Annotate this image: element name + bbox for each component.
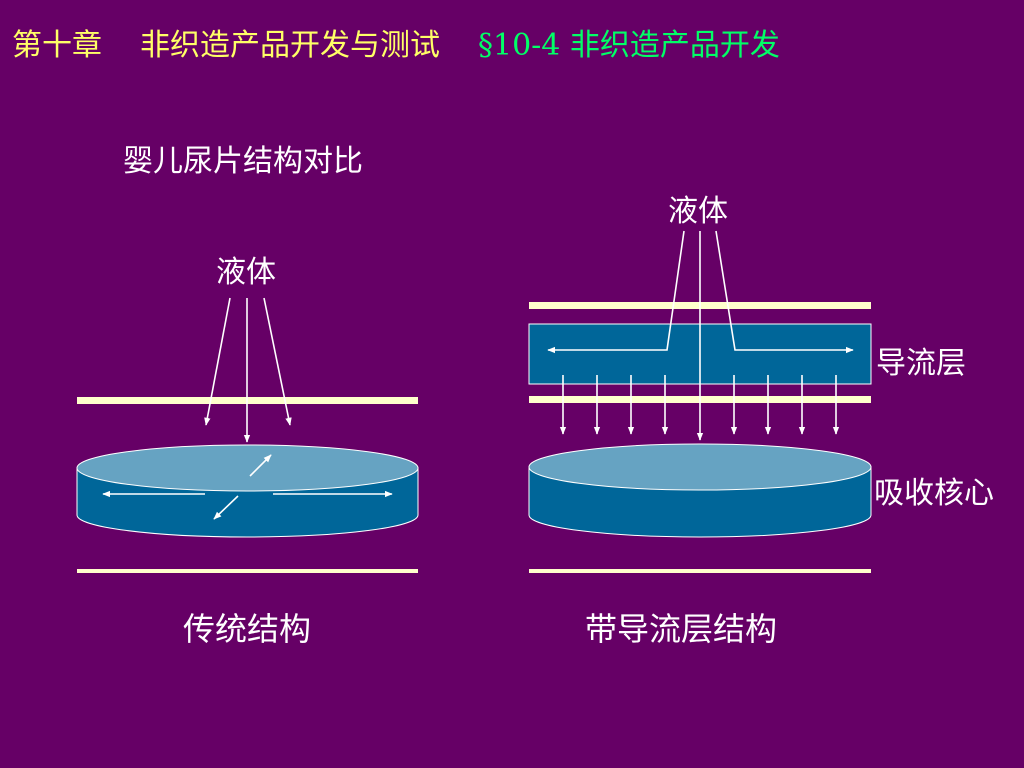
spread-arrow	[213, 495, 239, 520]
liquid-arrows-left	[204, 297, 292, 443]
liquid-arrows-right	[547, 230, 854, 441]
liquid-arrow	[547, 230, 685, 354]
back-sheet-line	[77, 569, 418, 573]
diagram-subtitle: 婴儿尿片结构对比	[123, 144, 363, 179]
liquid-arrow	[204, 297, 231, 426]
distribution-arrows-right	[559, 375, 840, 435]
diffusion-arrows-left	[102, 454, 393, 520]
flow-layer-label: 导流层	[876, 346, 966, 381]
traditional-structure-caption: 传统结构	[183, 610, 312, 648]
absorbent-core-disc-left	[76, 444, 419, 538]
section-title: §10-4 非织造产品开发	[478, 28, 780, 63]
flow-layer-structure-caption: 带导流层结构	[585, 610, 778, 648]
spread-arrow	[249, 454, 272, 477]
traditional-structure	[76, 297, 419, 573]
flow-layer-structure	[528, 230, 872, 573]
absorbent-core-disc-right	[528, 443, 872, 538]
slide-header: 第十章 非织造产品开发与测试 §10-4 非织造产品开发	[12, 20, 780, 64]
liquid-arrow	[263, 297, 292, 426]
chapter-number: 第十章	[12, 28, 102, 63]
liquid-arrow	[715, 230, 854, 354]
absorbent-core-label: 吸收核心	[874, 476, 994, 511]
liquid-label-left: 液体	[216, 255, 276, 290]
back-sheet-line	[529, 569, 871, 573]
liquid-label-right: 液体	[668, 194, 728, 229]
chapter-title: 非织造产品开发与测试	[140, 28, 440, 63]
